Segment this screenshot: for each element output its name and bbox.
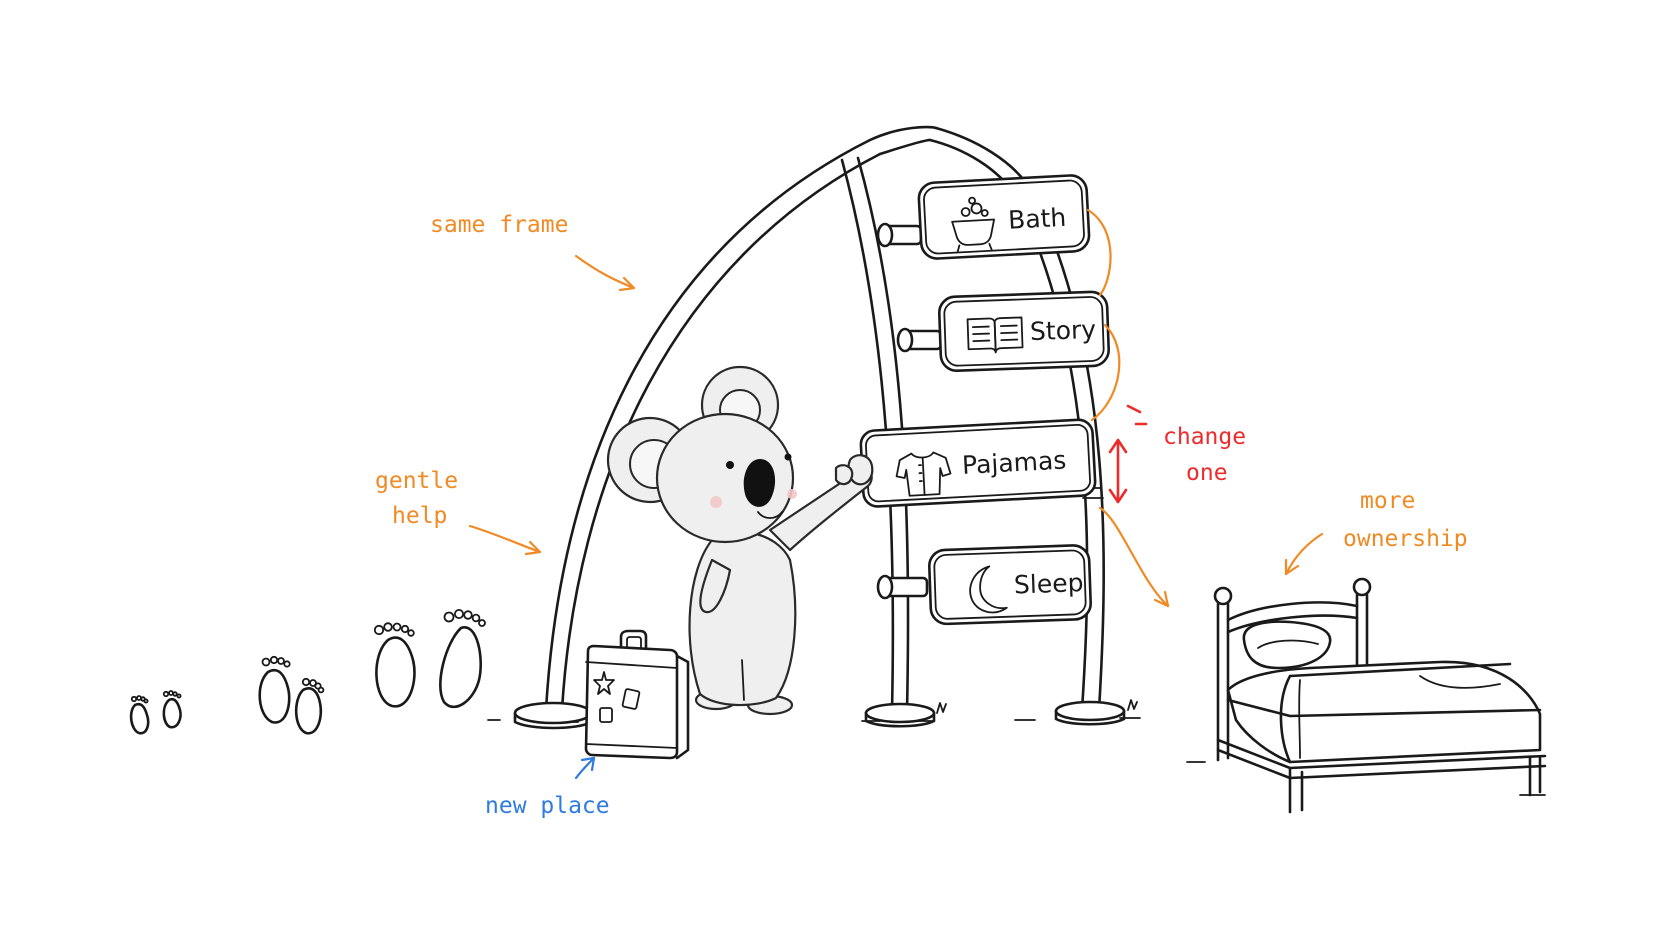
step-label-sleep: Sleep — [1014, 568, 1084, 599]
pajamas-icon — [895, 451, 952, 497]
svg-text:ownership: ownership — [1343, 526, 1468, 552]
annotation-gentle-help: gentle help — [375, 468, 542, 556]
koala — [606, 365, 874, 716]
annotation-more-ownership: more ownership — [1284, 488, 1468, 576]
svg-text:more: more — [1360, 488, 1415, 514]
svg-text:one: one — [1186, 460, 1228, 486]
step-label-bath: Bath — [1007, 203, 1067, 235]
card-connectors — [1086, 208, 1170, 608]
moon-icon — [969, 565, 1008, 614]
svg-text:change: change — [1163, 424, 1246, 450]
ground-lines — [487, 699, 1546, 796]
annotation-new-place: new place — [485, 756, 610, 819]
bed — [1213, 577, 1547, 814]
routine-card-bath[interactable]: Bath — [917, 174, 1091, 260]
routine-card-story[interactable]: Story — [937, 290, 1110, 372]
footprints-small — [129, 690, 182, 735]
svg-text:gentle: gentle — [375, 468, 458, 494]
book-icon — [966, 316, 1024, 354]
svg-text:help: help — [392, 503, 447, 529]
step-label-story: Story — [1029, 315, 1096, 346]
sign-pegs — [876, 222, 943, 600]
annotation-change-one: change one — [1108, 404, 1246, 504]
footprints-large — [373, 609, 486, 709]
bathtub-icon — [951, 196, 995, 253]
routine-card-sleep[interactable]: Sleep — [928, 544, 1092, 626]
routine-card-pajamas[interactable]: Pajamas — [859, 418, 1097, 508]
step-label-pajamas: Pajamas — [961, 446, 1067, 480]
svg-text:new place: new place — [485, 793, 610, 819]
footprints-medium — [258, 655, 325, 735]
annotation-same-frame: same frame — [430, 212, 636, 292]
svg-text:same frame: same frame — [430, 212, 568, 238]
suitcase — [584, 629, 690, 760]
